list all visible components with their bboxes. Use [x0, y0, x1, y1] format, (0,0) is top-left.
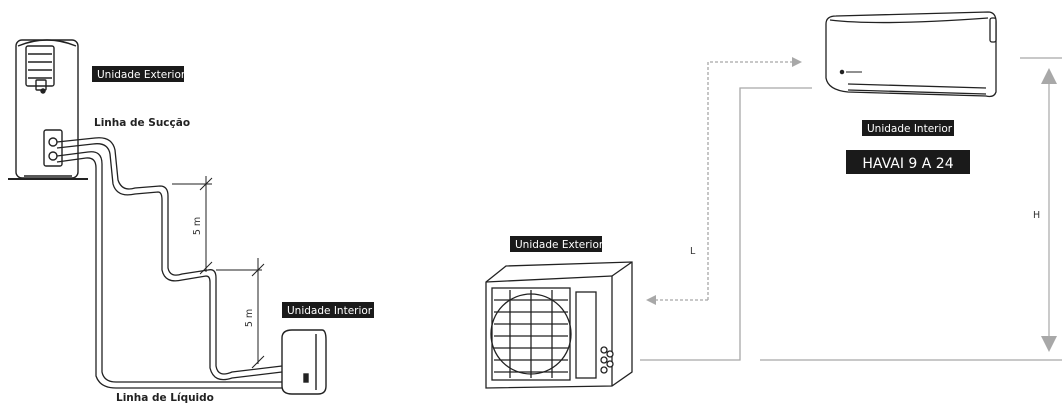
indoor-unit-small-icon — [281, 329, 327, 395]
suction-line-label: Linha de Sucção — [94, 117, 190, 129]
right-outdoor-label: Unidade Exterior — [510, 236, 604, 252]
height-markers — [172, 176, 265, 369]
left-indoor-label: Unidade Interior — [282, 302, 374, 318]
liquid-line-pipe — [56, 151, 282, 389]
length-symbol: L — [690, 246, 696, 257]
suction-line-pipe — [56, 137, 283, 381]
right-outdoor-label-text: Unidade Exterior — [515, 239, 604, 251]
height-arrow-up-icon — [1041, 68, 1057, 84]
model-label: HAVAI 9 A 24 — [846, 150, 970, 174]
height-step-1-text: 5 m — [192, 217, 203, 235]
left-outdoor-label: Unidade Exterior — [92, 66, 186, 82]
left-indoor-label-text: Unidade Interior — [287, 305, 373, 317]
right-indoor-label: Unidade Interior — [862, 120, 954, 136]
outdoor-unit-vertical-icon — [8, 39, 88, 180]
pipe-route-dashed-arrow — [707, 57, 802, 300]
right-indoor-label-text: Unidade Interior — [867, 123, 953, 135]
height-arrow-down-icon — [1041, 336, 1057, 352]
right-diagram: Unidade Interior HAVAI 9 A 24 — [485, 11, 1062, 389]
model-label-text: HAVAI 9 A 24 — [862, 156, 953, 172]
outdoor-unit-horizontal-icon — [485, 261, 633, 389]
wall-floor-line — [640, 87, 812, 361]
height-step-2-text: 5 m — [244, 309, 255, 327]
indoor-split-unit-icon — [825, 11, 997, 98]
height-symbol: H — [1033, 210, 1040, 221]
left-diagram: 5 m 5 m Unidade Exterior Linha de Sucção… — [8, 39, 374, 403]
liquid-line-label: Linha de Líquido — [116, 392, 214, 403]
left-outdoor-label-text: Unidade Exterior — [97, 69, 186, 81]
